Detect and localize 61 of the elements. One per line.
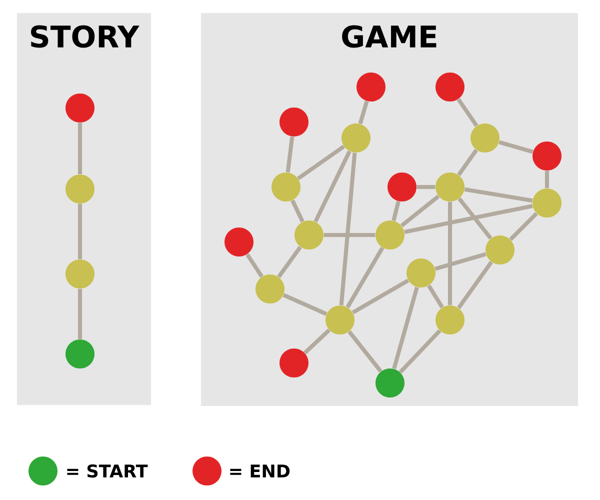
circle-node bbox=[326, 306, 354, 334]
connector-line bbox=[277, 246, 302, 278]
circle-node bbox=[272, 172, 300, 202]
connector-line bbox=[427, 284, 444, 308]
circle-node bbox=[436, 306, 464, 334]
circle-node bbox=[294, 220, 324, 250]
circle-node bbox=[376, 368, 404, 398]
circle-node bbox=[356, 72, 386, 102]
circle-node bbox=[224, 228, 254, 256]
circle-node bbox=[342, 124, 370, 152]
connector-line bbox=[434, 252, 486, 271]
connector-line bbox=[458, 197, 492, 240]
connector-line bbox=[398, 329, 442, 374]
connector-line bbox=[346, 246, 384, 308]
circle-node bbox=[486, 236, 514, 264]
connector-line bbox=[464, 187, 533, 203]
circle-node bbox=[66, 260, 94, 288]
circle-node bbox=[532, 142, 562, 170]
connector-line bbox=[286, 136, 294, 172]
circle-node bbox=[376, 220, 404, 250]
connector-line bbox=[392, 200, 400, 222]
connector-line bbox=[348, 330, 382, 373]
circle-node bbox=[66, 94, 94, 122]
connector-line bbox=[457, 148, 478, 176]
connector-line bbox=[358, 100, 369, 124]
circle-node bbox=[388, 172, 416, 202]
connector-line bbox=[78, 204, 82, 260]
connector-line bbox=[314, 150, 352, 222]
connector-line bbox=[282, 293, 328, 316]
circle-node bbox=[66, 174, 94, 204]
connector-line bbox=[290, 200, 304, 222]
circle-node bbox=[280, 108, 308, 136]
story-panel: STORY bbox=[17, 13, 151, 405]
circle-node bbox=[280, 348, 308, 378]
circle-node bbox=[532, 188, 562, 218]
connector-line bbox=[78, 122, 82, 174]
connector-line bbox=[392, 286, 419, 370]
circle-node bbox=[470, 124, 500, 152]
connector-line bbox=[448, 202, 452, 306]
connector-line bbox=[457, 260, 494, 310]
connector-line bbox=[404, 204, 533, 234]
connector-line bbox=[400, 194, 440, 228]
connector-line bbox=[509, 212, 538, 241]
connector-line bbox=[416, 184, 436, 190]
legend-text: = END bbox=[230, 464, 290, 478]
connector-line bbox=[498, 140, 534, 154]
connector-line bbox=[78, 288, 82, 340]
circle-node bbox=[406, 258, 436, 288]
circle-node bbox=[436, 72, 464, 102]
connector-line bbox=[297, 144, 345, 180]
connector-line bbox=[544, 170, 550, 188]
connector-line bbox=[324, 232, 376, 238]
connector-line bbox=[303, 328, 331, 354]
legend-text: = START bbox=[67, 464, 148, 478]
connector-line bbox=[339, 152, 357, 306]
connector-line bbox=[245, 253, 264, 278]
circle-node bbox=[256, 274, 284, 304]
circle-node bbox=[66, 340, 94, 368]
circle-node bbox=[436, 172, 464, 202]
connector-line bbox=[456, 98, 478, 127]
connector-line bbox=[352, 278, 410, 314]
